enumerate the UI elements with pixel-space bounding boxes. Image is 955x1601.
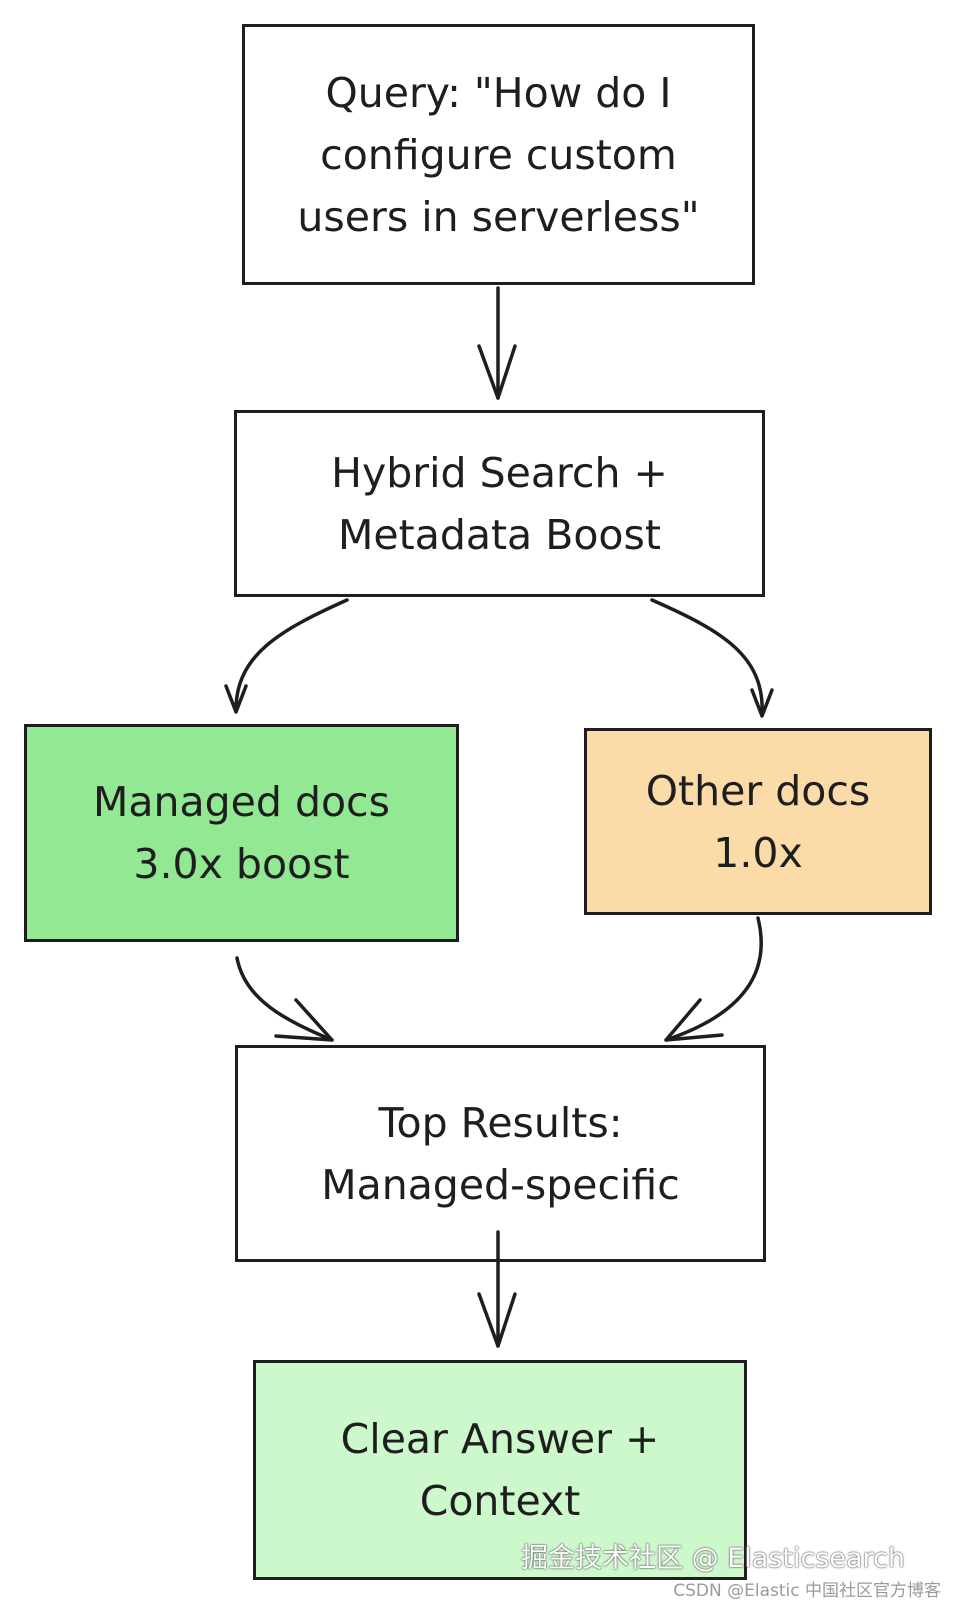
query-line-3: users in serverless": [297, 192, 700, 241]
other-line-2: 1.0x: [713, 828, 803, 877]
query-line-2: configure custom: [320, 130, 677, 179]
other-line-1: Other docs: [645, 766, 871, 815]
hybrid-search-node: Hybrid Search + Metadata Boost: [234, 410, 765, 597]
arrow-other-to-top: [664, 916, 763, 1042]
clear-line-2: Context: [419, 1477, 581, 1525]
arrowhead-top-to-clear: [477, 1292, 517, 1348]
clear-line-1: Clear Answer +: [340, 1415, 660, 1463]
managed-line-2: 3.0x boost: [133, 840, 350, 888]
hybrid-line-1: Hybrid Search +: [331, 448, 668, 497]
hybrid-line-2: Metadata Boost: [338, 510, 661, 559]
arrowhead-managed-to-top: [274, 998, 334, 1042]
arrowhead-query-to-hybrid: [477, 344, 517, 400]
query-line-1: Query: "How do I: [325, 68, 672, 117]
top-line-1: Top Results:: [378, 1098, 623, 1147]
watermark-sub: CSDN @Elastic 中国社区官方博客: [673, 1581, 941, 1601]
arrow-managed-to-top: [235, 956, 334, 1042]
managed-line-1: Managed docs: [93, 778, 390, 826]
arrowhead-hybrid-to-managed: [224, 684, 248, 714]
top-line-2: Managed-specific: [321, 1160, 680, 1209]
arrowhead-other-to-top: [664, 998, 724, 1042]
managed-docs-node: Managed docs 3.0x boost: [24, 724, 459, 942]
arrow-hybrid-to-other: [650, 598, 764, 716]
top-results-node: Top Results: Managed-specific: [235, 1045, 766, 1262]
arrowhead-hybrid-to-other: [750, 688, 774, 718]
arrow-hybrid-to-managed: [234, 598, 349, 712]
clear-answer-node: Clear Answer + Context: [253, 1360, 747, 1580]
watermark-main: 掘金技术社区 @ Elasticsearch: [521, 1543, 905, 1574]
query-node: Query: "How do I configure custom users …: [242, 24, 755, 285]
other-docs-node: Other docs 1.0x: [584, 728, 932, 915]
